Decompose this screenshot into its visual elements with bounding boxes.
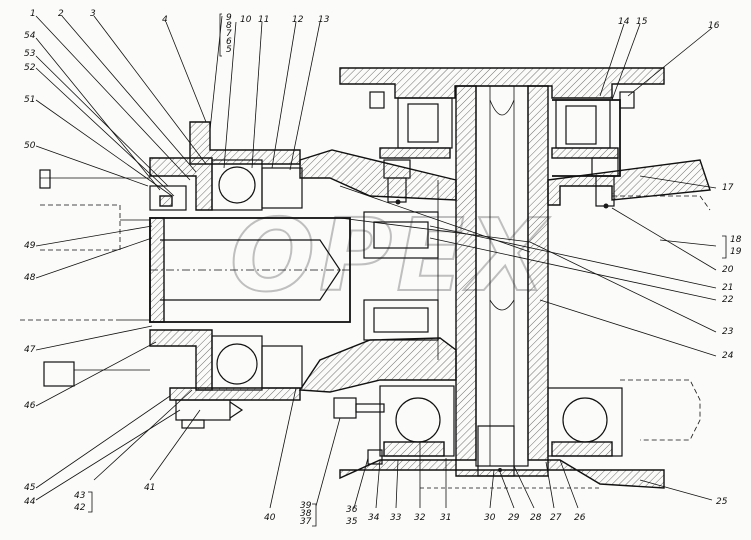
label-32: 32: [414, 513, 426, 523]
label-2: 2: [58, 9, 64, 19]
label-25: 25: [716, 497, 728, 507]
lower-bearings: [379, 385, 623, 477]
label-27: 27: [550, 513, 562, 523]
label-26: 26: [574, 513, 586, 523]
label-31: 31: [440, 513, 451, 523]
label-22: 22: [722, 295, 734, 305]
label-34: 34: [368, 513, 380, 523]
label-4: 4: [162, 15, 168, 25]
label-36: 36: [346, 505, 358, 515]
label-11: 11: [258, 15, 269, 25]
label-33: 33: [390, 513, 402, 523]
background-outline: [20, 195, 711, 441]
label-46: 46: [24, 401, 36, 411]
label-30: 30: [484, 513, 496, 523]
label-51: 51: [24, 95, 35, 105]
horizontal-shaft: [120, 149, 457, 393]
svg-text:OPEX: OPEX: [230, 197, 551, 314]
label-8: 8: [226, 21, 232, 31]
label-17: 17: [722, 183, 734, 193]
label-9: 9: [226, 13, 232, 23]
label-42: 42: [74, 503, 86, 513]
label-47: 47: [24, 345, 36, 355]
label-49: 49: [24, 241, 36, 251]
label-23: 23: [722, 327, 734, 337]
label-38: 38: [300, 509, 312, 519]
label-5: 5: [226, 45, 232, 55]
label-29: 29: [508, 513, 520, 523]
label-1: 1: [30, 9, 36, 19]
label-35: 35: [346, 517, 358, 527]
label-18: 18: [730, 235, 742, 245]
upper-bearings: [379, 97, 619, 159]
label-13: 13: [318, 15, 330, 25]
part-number-labels: 1 2 3 4 9 8 7 6 5 10 11 12 13 14 15 16 5…: [24, 9, 742, 527]
label-39: 39: [300, 501, 312, 511]
label-14: 14: [618, 17, 630, 27]
label-54: 54: [24, 31, 36, 41]
left-lower-bearing: [43, 329, 303, 429]
label-15: 15: [636, 17, 648, 27]
watermark: OPEX: [229, 196, 551, 315]
label-41: 41: [144, 483, 155, 493]
vertical-shaft-housing: [339, 67, 711, 489]
label-12: 12: [292, 15, 304, 25]
left-upper-bearing: [39, 121, 303, 211]
middle-gear-housing: [363, 180, 439, 360]
label-40: 40: [264, 513, 276, 523]
label-37: 37: [300, 517, 312, 527]
label-53: 53: [24, 49, 36, 59]
label-20: 20: [722, 265, 734, 275]
label-45: 45: [24, 483, 36, 493]
label-24: 24: [722, 351, 734, 361]
label-16: 16: [708, 21, 720, 31]
label-19: 19: [730, 247, 742, 257]
label-43: 43: [74, 491, 86, 501]
label-7: 7: [226, 29, 232, 39]
label-48: 48: [24, 273, 36, 283]
label-44: 44: [24, 497, 36, 507]
label-21: 21: [722, 283, 733, 293]
label-6: 6: [226, 37, 232, 47]
label-28: 28: [530, 513, 542, 523]
lower-bolts: [333, 397, 385, 465]
label-10: 10: [240, 15, 252, 25]
label-3: 3: [90, 9, 96, 19]
leader-lines: [35, 15, 717, 509]
label-52: 52: [24, 63, 36, 73]
label-50: 50: [24, 141, 36, 151]
